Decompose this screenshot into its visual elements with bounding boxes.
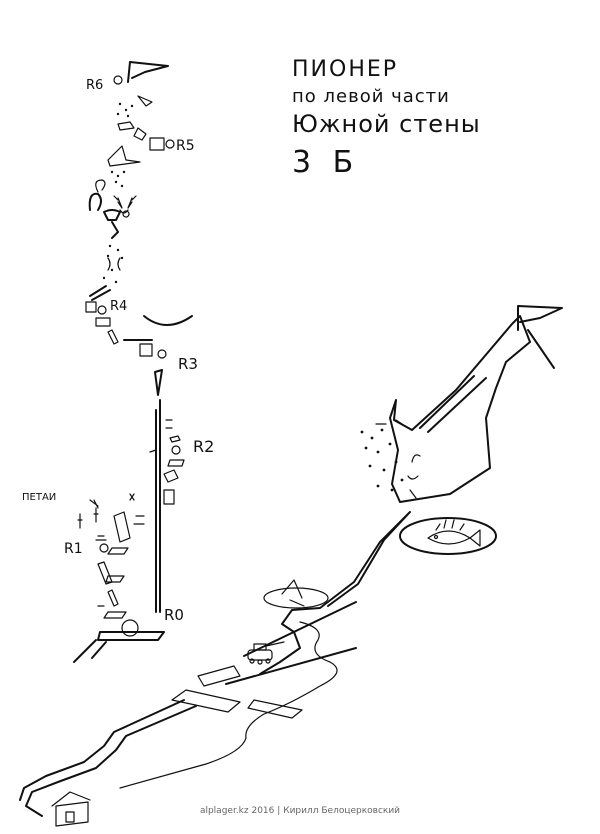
road [19, 647, 357, 817]
scree-dots-low [102, 244, 124, 284]
route-subtitle-line2: Южной стены [292, 110, 481, 138]
title-block: ПИОНЕР по левой части Южной стены 3 Б [292, 57, 481, 180]
belay-label-r5: R5 [176, 138, 195, 154]
river [119, 621, 338, 789]
second-lake [263, 587, 329, 609]
belay-label-r2: R2 [193, 437, 214, 456]
mountain-outline [389, 315, 531, 503]
scree-dots-mid [110, 170, 126, 188]
mountain-approach [19, 305, 563, 827]
belay-label-r0: R0 [164, 606, 184, 624]
belay-label-r3: R3 [178, 355, 198, 373]
bolt-icon-r1 [99, 543, 109, 553]
belay-stations: R0 R1 R2 R3 R4 R5 R6 ПЕТАИ [22, 78, 214, 624]
summit-flag-mountain [517, 305, 563, 369]
footer-author: Кирилл Белоцерковский [283, 806, 401, 816]
loops-label: ПЕТАИ [22, 492, 56, 503]
route-name: ПИОНЕР [292, 57, 398, 82]
lake [399, 517, 497, 555]
deer-head-icon [113, 195, 137, 218]
belay-block-r5 [149, 137, 165, 151]
bolt-icon-r2 [171, 445, 181, 455]
ridge-line [419, 375, 487, 433]
bolt-icon-r6 [113, 75, 123, 85]
route-line [149, 369, 163, 613]
footer-separator: | [277, 806, 281, 816]
footer-credit: alplager.kz 2016 | Кирилл Белоцерковский [0, 806, 600, 816]
route-subtitle-line1: по левой части [292, 86, 450, 107]
field-plots [171, 689, 303, 719]
tank-icon [247, 641, 285, 665]
barrack-icon [197, 665, 241, 687]
snow-field-dots [360, 428, 404, 492]
fish-icon [427, 519, 481, 547]
hut-icon [51, 791, 91, 827]
summit-flag-icon [127, 61, 169, 83]
overhang-arc [143, 315, 193, 326]
base-ledge [97, 631, 165, 641]
route-grade: 3 Б [292, 145, 359, 180]
approach-trail [259, 511, 411, 675]
belay-label-r1: R1 [64, 541, 83, 557]
bolt-icon-r0 [121, 619, 139, 637]
footer-site: alplager.kz 2016 [199, 806, 275, 816]
belay-label-r6: R6 [86, 78, 103, 93]
scree-dots-top [116, 102, 134, 118]
belay-label-r4: R4 [110, 299, 127, 314]
route-features [73, 61, 193, 663]
